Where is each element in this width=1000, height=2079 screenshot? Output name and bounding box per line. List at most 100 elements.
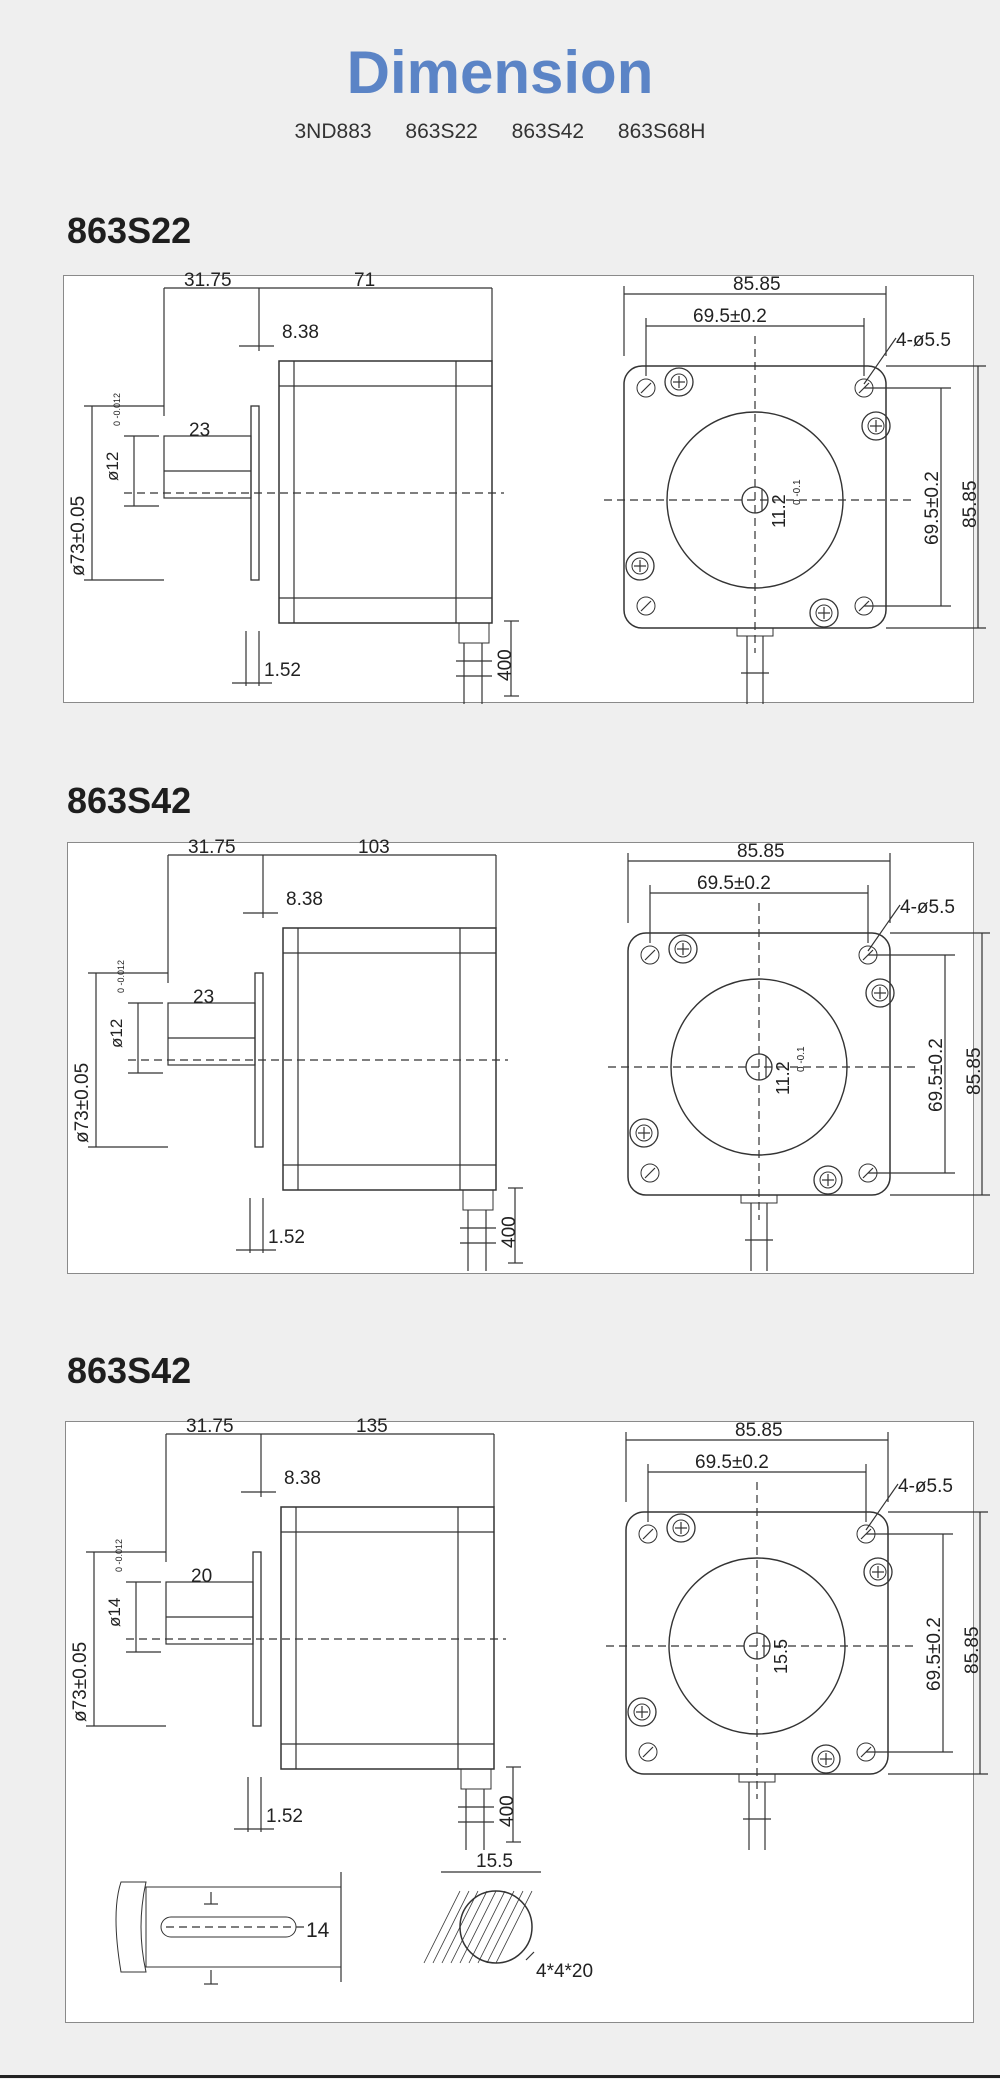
- dimension-label: 400: [497, 1795, 518, 1827]
- dimension-label: ø12: [107, 1019, 126, 1048]
- screw-inner: [635, 1124, 653, 1142]
- drawing-line: [642, 1746, 654, 1758]
- dimension-label: 400: [495, 649, 516, 681]
- dimension-label: 69.5±0.2: [693, 306, 767, 327]
- screw-head: [865, 978, 895, 1008]
- dimension-label: 71: [354, 270, 375, 291]
- drawing-line: [644, 1167, 656, 1179]
- dimension-label: 0 -0.012: [112, 393, 122, 426]
- drawing-line: [867, 904, 901, 952]
- dimension-label: 4-ø5.5: [896, 330, 951, 351]
- front-lead: [740, 1194, 778, 1204]
- screw-head: [861, 411, 891, 441]
- section-title: 863S42: [67, 1350, 192, 1391]
- drawing-line: [468, 1890, 506, 1964]
- drawing-line: [423, 1890, 461, 1964]
- lead-grommet: [462, 1189, 494, 1211]
- shaft-end: [743, 1632, 771, 1660]
- drawing-line: [477, 1890, 515, 1964]
- lead-grommet: [458, 622, 490, 644]
- dimension-label: 11.2: [769, 494, 789, 528]
- screw-inner: [815, 604, 833, 622]
- drawing-line: [644, 949, 656, 961]
- bottom-divider: [0, 2075, 1000, 2078]
- dimension-label: 0 -0.012: [116, 960, 126, 993]
- dimension-label: 8.38: [286, 889, 323, 910]
- dimension-label: 0 -0.1: [796, 1046, 807, 1072]
- shaft-break: [115, 1881, 147, 1973]
- dimension-label: 69.5±0.2: [697, 873, 771, 894]
- shaft: [167, 1002, 256, 1066]
- dimension-label: 85.85: [735, 1420, 783, 1441]
- screw-inner: [819, 1171, 837, 1189]
- mount-hole: [636, 378, 656, 398]
- screw-head: [863, 1557, 893, 1587]
- mount-hole: [638, 1742, 658, 1762]
- drawing-line: [441, 1890, 479, 1964]
- dimension-label: 8.38: [282, 322, 319, 343]
- dimension-label: 85.85: [737, 841, 785, 862]
- dimension-label: 0 -0.012: [114, 1539, 124, 1572]
- dimension-label: 85.85: [964, 1047, 985, 1095]
- shaft-end: [741, 486, 769, 514]
- drawing-line: [865, 1483, 899, 1531]
- model-item: 863S68H: [617, 120, 706, 143]
- drawing-line: [640, 382, 652, 394]
- dimension-label: 85.85: [962, 1626, 983, 1674]
- screw-head: [813, 1165, 843, 1195]
- dimension-label: 135: [356, 1416, 388, 1437]
- dimension-label: 4-ø5.5: [898, 1476, 953, 1497]
- dimension-label: 31.75: [188, 837, 236, 858]
- dimension-label: 69.5±0.2: [924, 1617, 945, 1691]
- drawing-line: [459, 1890, 497, 1964]
- screw-head: [809, 598, 839, 628]
- drawing-line: [642, 1528, 654, 1540]
- shaft: [165, 1581, 254, 1645]
- screw-inner: [631, 557, 649, 575]
- mount-hole: [640, 1163, 660, 1183]
- dimension-label: 4-ø5.5: [900, 897, 955, 918]
- drawing-line: [863, 337, 897, 385]
- shaft: [163, 435, 252, 499]
- front-lead: [738, 1773, 776, 1783]
- model-list: 3ND883 863S22 863S42 863S68H: [0, 120, 1000, 144]
- dimension-label: 85.85: [960, 480, 981, 528]
- dimension-label: 0 -0.1: [792, 479, 803, 505]
- screw-head: [627, 1697, 657, 1727]
- drawing-line: [432, 1890, 470, 1964]
- mount-hole: [636, 596, 656, 616]
- screw-head: [629, 1118, 659, 1148]
- model-item: 863S22: [405, 120, 478, 143]
- dimension-label: 1.52: [268, 1227, 305, 1248]
- drawing-line: [525, 1951, 535, 1961]
- mount-hole: [638, 1524, 658, 1544]
- motor-body: [278, 360, 493, 624]
- dimension-label: 4*4*20: [536, 1961, 593, 1982]
- drawing-line: [486, 1890, 524, 1964]
- model-item: 3ND883: [294, 120, 372, 143]
- dimension-label: ø14: [105, 1598, 124, 1627]
- dimension-label: 103: [358, 837, 390, 858]
- screw-inner: [871, 984, 889, 1002]
- screw-inner: [817, 1750, 835, 1768]
- screw-inner: [869, 1563, 887, 1581]
- dimension-label: 14: [306, 1919, 330, 1942]
- shaft-end: [745, 1053, 773, 1081]
- model-item: 863S42: [511, 120, 585, 143]
- drawing-line: [495, 1890, 533, 1964]
- front-lead: [736, 627, 774, 637]
- dimension-label: ø73±0.05: [70, 1642, 91, 1722]
